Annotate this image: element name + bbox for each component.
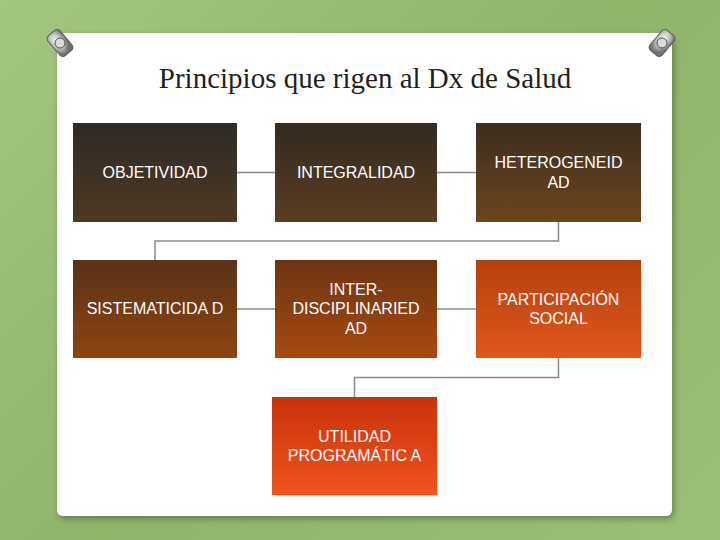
- process-box: OBJETIVIDAD: [73, 123, 237, 222]
- connector-line: [355, 358, 559, 397]
- connector-line: [237, 308, 275, 310]
- process-box: UTILIDAD PROGRAMÁTIC A: [272, 397, 437, 495]
- box-label: OBJETIVIDAD: [103, 163, 208, 182]
- process-box: INTEGRALIDAD: [275, 123, 437, 222]
- box-label: PARTICIPACIÓN SOCIAL: [488, 290, 629, 328]
- box-label: HETEROGENEID AD: [488, 153, 629, 191]
- box-label: UTILIDAD PROGRAMÁTIC A: [284, 427, 425, 465]
- box-label: INTEGRALIDAD: [297, 163, 415, 182]
- box-label: SISTEMATICIDA D: [87, 299, 224, 318]
- pushpin: [648, 28, 677, 58]
- slide-title: Principios que rigen al Dx de Salud: [60, 62, 670, 95]
- box-label: INTER- DISCIPLINARIED AD: [287, 280, 425, 338]
- process-box: INTER- DISCIPLINARIED AD: [275, 260, 437, 358]
- connector-line: [237, 172, 275, 174]
- connector-line: [155, 222, 559, 260]
- white-panel: [57, 33, 672, 516]
- process-box: PARTICIPACIÓN SOCIAL: [476, 260, 641, 358]
- connector-line: [437, 172, 476, 174]
- pushpin: [46, 28, 75, 58]
- process-box: HETEROGENEID AD: [476, 123, 641, 222]
- process-box: SISTEMATICIDA D: [73, 260, 237, 358]
- connector-line: [437, 308, 476, 310]
